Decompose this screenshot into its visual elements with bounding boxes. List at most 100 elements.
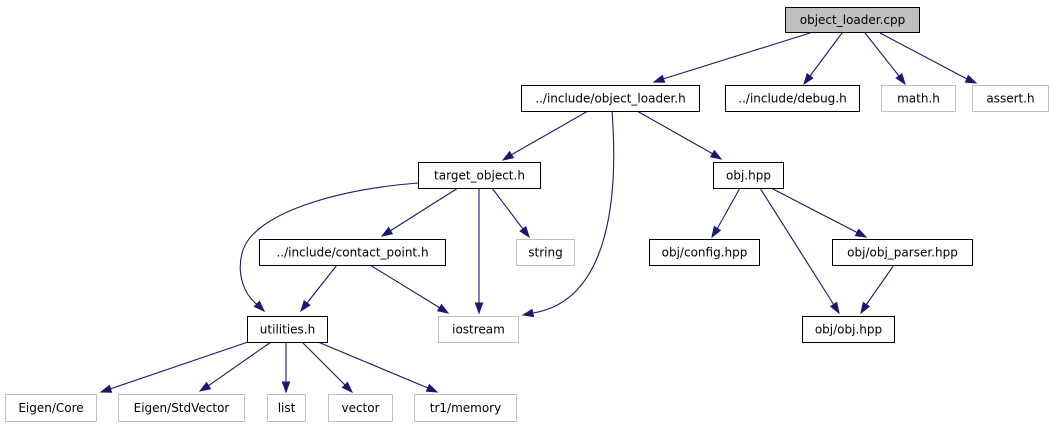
edge-line (662, 32, 811, 80)
node-box (649, 239, 760, 266)
edge-arrowhead (519, 226, 530, 239)
node-label: object_loader.cpp (800, 13, 906, 27)
node-label: vector (341, 401, 379, 415)
edge-utilities-h-to-tr1-memory (317, 341, 439, 393)
edge-line (317, 341, 429, 389)
edge-object-loader-cpp-to-math-h (864, 32, 906, 86)
edge-line (759, 187, 835, 306)
edge-arrowhead (895, 73, 906, 86)
edge-object-loader-cpp-to-include-object-loader-h (652, 32, 811, 83)
edge-utilities-h-to-list (281, 342, 291, 394)
edge-obj-hpp-to-obj-config-hpp (711, 187, 741, 239)
edge-include-object-loader-h-to-iostream (521, 110, 615, 318)
edge-arrowhead (829, 301, 840, 315)
node-list: list (267, 394, 306, 422)
node-include-object-loader-h[interactable]: ../include/object_loader.h (521, 85, 700, 112)
edge-line (636, 110, 714, 155)
node-eigen-stdvector: Eigen/StdVector (118, 394, 245, 422)
node-obj-hpp[interactable]: obj.hpp (713, 162, 784, 189)
node-label: tr1/memory (430, 401, 501, 415)
node-string: string (516, 239, 575, 266)
edge-utilities-h-to-eigen-stdvector (198, 341, 272, 392)
edge-line (770, 187, 859, 234)
node-box (521, 85, 700, 112)
edge-line (532, 110, 615, 314)
edge-arrowhead (99, 384, 113, 393)
edge-line (301, 341, 346, 386)
edge-include-object-loader-h-to-obj-hpp (636, 110, 723, 160)
edge-arrowhead (709, 149, 723, 160)
edge-arrowhead (198, 381, 212, 392)
node-tr1-memory: tr1/memory (414, 394, 517, 422)
edge-target-object-h-to-utilities-h (239, 182, 419, 313)
node-eigen-core: Eigen/Core (5, 394, 97, 422)
edge-arrowhead (854, 228, 868, 238)
edge-line (389, 187, 459, 232)
edge-utilities-h-to-vector (301, 341, 354, 394)
edge-arrowhead (341, 381, 354, 394)
edge-arrowhead (803, 73, 814, 86)
edge-line (865, 264, 895, 306)
node-box (118, 394, 245, 422)
edge-line (864, 32, 900, 77)
node-box (418, 162, 541, 189)
edge-line (879, 32, 968, 80)
node-obj-parser-hpp[interactable]: obj/obj_parser.hpp (832, 239, 973, 266)
node-include-debug-h[interactable]: ../include/debug.h (725, 85, 860, 112)
node-box (881, 85, 956, 112)
edge-arrowhead (380, 226, 394, 237)
edge-arrowhead (300, 300, 311, 313)
node-box (802, 316, 895, 343)
node-label: string (528, 246, 562, 260)
node-contact-point-h[interactable]: ../include/contact_point.h (259, 239, 446, 266)
edge-arrowhead (436, 303, 450, 314)
edge-arrowhead (474, 302, 484, 315)
edge-arrowhead (652, 74, 666, 83)
edge-include-object-loader-h-to-target-object-h (501, 110, 589, 161)
edge-line (491, 187, 524, 230)
edge-arrowhead (253, 300, 266, 313)
edge-line (510, 110, 589, 156)
node-label: Eigen/Core (18, 401, 83, 415)
edge-obj-hpp-to-obj-obj-hpp (759, 187, 840, 315)
node-utilities-h[interactable]: utilities.h (247, 316, 328, 343)
edge-contact-point-h-to-iostream (369, 264, 450, 314)
node-obj-config-hpp[interactable]: obj/config.hpp (649, 239, 760, 266)
edges-layer (99, 32, 978, 394)
edge-contact-point-h-to-utilities-h (300, 264, 338, 313)
node-label: obj/obj_parser.hpp (847, 246, 958, 260)
node-target-object-h[interactable]: target_object.h (418, 162, 541, 189)
edge-line (716, 187, 741, 230)
node-label: ../include/debug.h (738, 92, 846, 106)
node-object-loader-cpp[interactable]: object_loader.cpp (785, 7, 920, 33)
node-assert-h: assert.h (972, 85, 1049, 112)
node-box (725, 85, 860, 112)
node-box (247, 316, 328, 343)
edge-arrowhead (521, 308, 535, 318)
edge-obj-parser-hpp-to-obj-obj-hpp (860, 264, 895, 315)
edge-arrowhead (281, 381, 291, 394)
node-box (832, 239, 973, 266)
node-label: assert.h (986, 92, 1034, 106)
node-box (5, 394, 97, 422)
edge-target-object-h-to-contact-point-h (380, 187, 459, 237)
node-vector: vector (328, 394, 393, 422)
edge-object-loader-cpp-to-assert-h (879, 32, 978, 84)
node-label: math.h (897, 92, 940, 106)
edge-obj-hpp-to-obj-parser-hpp (770, 187, 868, 238)
edge-line (809, 32, 843, 77)
node-label: utilities.h (260, 323, 315, 337)
node-label: ../include/object_loader.h (535, 92, 685, 106)
edge-line (207, 341, 272, 387)
node-box (516, 239, 575, 266)
edge-arrowhead (425, 383, 439, 393)
node-label: ../include/contact_point.h (276, 246, 428, 260)
edge-arrowhead (711, 225, 722, 239)
node-label: obj/obj.hpp (815, 323, 882, 337)
node-box (438, 316, 519, 343)
node-box (259, 239, 446, 266)
node-math-h: math.h (881, 85, 956, 112)
node-obj-obj-hpp[interactable]: obj/obj.hpp (802, 316, 895, 343)
edge-line (306, 264, 338, 304)
node-box (713, 162, 784, 189)
